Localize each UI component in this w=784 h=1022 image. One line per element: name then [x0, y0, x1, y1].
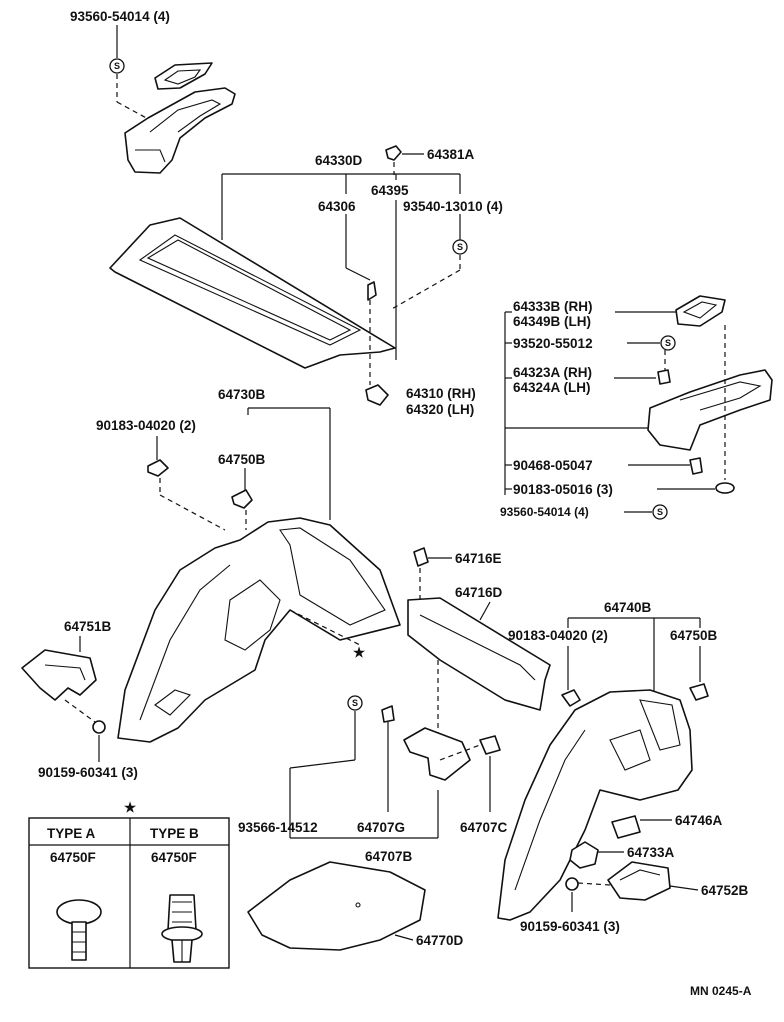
label-64381a: 64381A — [427, 147, 475, 162]
clip-tray-bottom — [365, 384, 389, 406]
rod-64306 — [367, 281, 377, 301]
sill-group: 64716E 64716D — [407, 547, 551, 745]
type-a-clip-icon — [56, 899, 102, 961]
quarter-trim-left — [117, 517, 401, 743]
label-93520-55012: 93520-55012 — [513, 336, 593, 351]
label-64306: 64306 — [318, 199, 356, 214]
bracket-64752b — [607, 861, 671, 901]
s-fastener-icon-3 — [660, 335, 676, 351]
star-marker-table: ★ — [124, 800, 137, 815]
type-table: ★ TYPE A TYPE B 64750F 64750F — [28, 800, 230, 969]
bracket-64707c — [403, 727, 471, 781]
label-64716d: 64716D — [455, 585, 503, 600]
label-90468-05047: 90468-05047 — [513, 458, 593, 473]
cap-64733a — [569, 841, 599, 869]
label-64395: 64395 — [371, 183, 409, 198]
s-fastener-icon-2 — [452, 239, 468, 255]
s-fastener-icon-4 — [652, 504, 668, 520]
right-quarter-trim-group: 64740B 90183-04020 (2) 64750B — [497, 600, 718, 921]
svg-text:S: S — [114, 61, 120, 71]
type-b-clip-icon — [161, 894, 203, 963]
label-64730b: 64730B — [218, 387, 266, 402]
mat-64770d — [247, 861, 426, 951]
svg-text:S: S — [665, 338, 671, 348]
label-64751b: 64751B — [64, 619, 112, 634]
bottom-right-group: 64746A 64733A 64752B 90159-60341 (3) — [520, 813, 749, 934]
clip-64707g — [381, 705, 395, 723]
label-90183-04020-right: 90183-04020 (2) — [508, 628, 608, 643]
type-b-header: TYPE B — [150, 826, 199, 841]
type-a-part: 64750F — [50, 850, 96, 865]
svg-text:S: S — [352, 698, 358, 708]
label-64746a: 64746A — [675, 813, 723, 828]
type-b-part: 64750F — [151, 850, 197, 865]
label-90159-60341-left: 90159-60341 (3) — [38, 765, 138, 780]
gasket-part — [154, 62, 213, 90]
bottom-center-group: S 93566-14512 64707G 64707C 64707B 64770… — [238, 695, 508, 951]
label-64716e: 64716E — [455, 551, 502, 566]
diagram-code: MN 0245-A — [690, 984, 752, 998]
label-64330d: 64330D — [315, 153, 363, 168]
clip-64707c — [479, 735, 501, 755]
clip-90183-right — [561, 689, 581, 707]
sill-64716d — [407, 597, 551, 711]
clip-64750b — [231, 489, 253, 509]
bolt-90159-right — [565, 877, 579, 891]
label-64324a: 64324A (LH) — [513, 380, 591, 395]
svg-text:S: S — [457, 242, 463, 252]
label-64310: 64310 (RH) — [406, 386, 476, 401]
label-64733a: 64733A — [627, 845, 675, 860]
gasket-64333b — [675, 295, 726, 327]
label-90183-05016: 90183-05016 (3) — [513, 482, 613, 497]
label-90183-04020-left: 90183-04020 (2) — [96, 418, 196, 433]
bolt-90159-left — [92, 720, 106, 734]
star-marker: ★ — [353, 645, 366, 660]
bracket-64751b-group: 64751B 90159-60341 (3) — [21, 619, 138, 780]
bracket-64751b — [21, 649, 97, 701]
label-64770d: 64770D — [416, 933, 464, 948]
label-90159-60341-right: 90159-60341 (3) — [520, 919, 620, 934]
label-64707g: 64707G — [357, 820, 405, 835]
right-upper-group: 64333B (RH) 64349B (LH) 93520-55012 S 64… — [406, 295, 773, 520]
label-64349b: 64349B (LH) — [513, 314, 591, 329]
svg-text:S: S — [657, 507, 663, 517]
clip-90183-04020 — [147, 459, 169, 477]
label-64320: 64320 (LH) — [406, 402, 474, 417]
label-64740b: 64740B — [604, 600, 652, 615]
clip-90468 — [689, 457, 703, 475]
label-93566-14512: 93566-14512 — [238, 820, 318, 835]
label-64323a: 64323A (RH) — [513, 365, 592, 380]
package-tray-group: 64330D 64381A 64395 64306 93540-13010 (4… — [109, 145, 503, 406]
type-a-header: TYPE A — [47, 826, 96, 841]
clip-64750b-right — [689, 683, 709, 701]
s-fastener-icon-5 — [347, 695, 363, 711]
quarter-trim-right — [497, 689, 693, 921]
label-64750b-left: 64750B — [218, 452, 266, 467]
duct-64310 — [647, 369, 773, 451]
s-fastener-icon — [109, 58, 125, 74]
label-93540-13010: 93540-13010 (4) — [403, 199, 503, 214]
label-64750b-right: 64750B — [670, 628, 718, 643]
top-left-duct-group: 93560-54014 (4) S — [70, 9, 236, 174]
package-tray-part — [109, 217, 396, 369]
label-64707c: 64707C — [460, 820, 508, 835]
clip-64716e — [413, 547, 429, 567]
label-64333b: 64333B (RH) — [513, 299, 593, 314]
label-93560-54014-right: 93560-54014 (4) — [500, 505, 589, 519]
label-93560-54014-top: 93560-54014 (4) — [70, 9, 170, 24]
left-quarter-trim-group: 64730B 90183-04020 (2) 64750B ★ — [96, 387, 401, 743]
label-64752b: 64752B — [701, 883, 749, 898]
cover-64746a — [611, 815, 641, 839]
clip-64323a — [657, 369, 671, 385]
nut-90183-05016 — [715, 482, 735, 494]
label-64707b: 64707B — [365, 849, 413, 864]
clip-64381a — [385, 145, 402, 161]
